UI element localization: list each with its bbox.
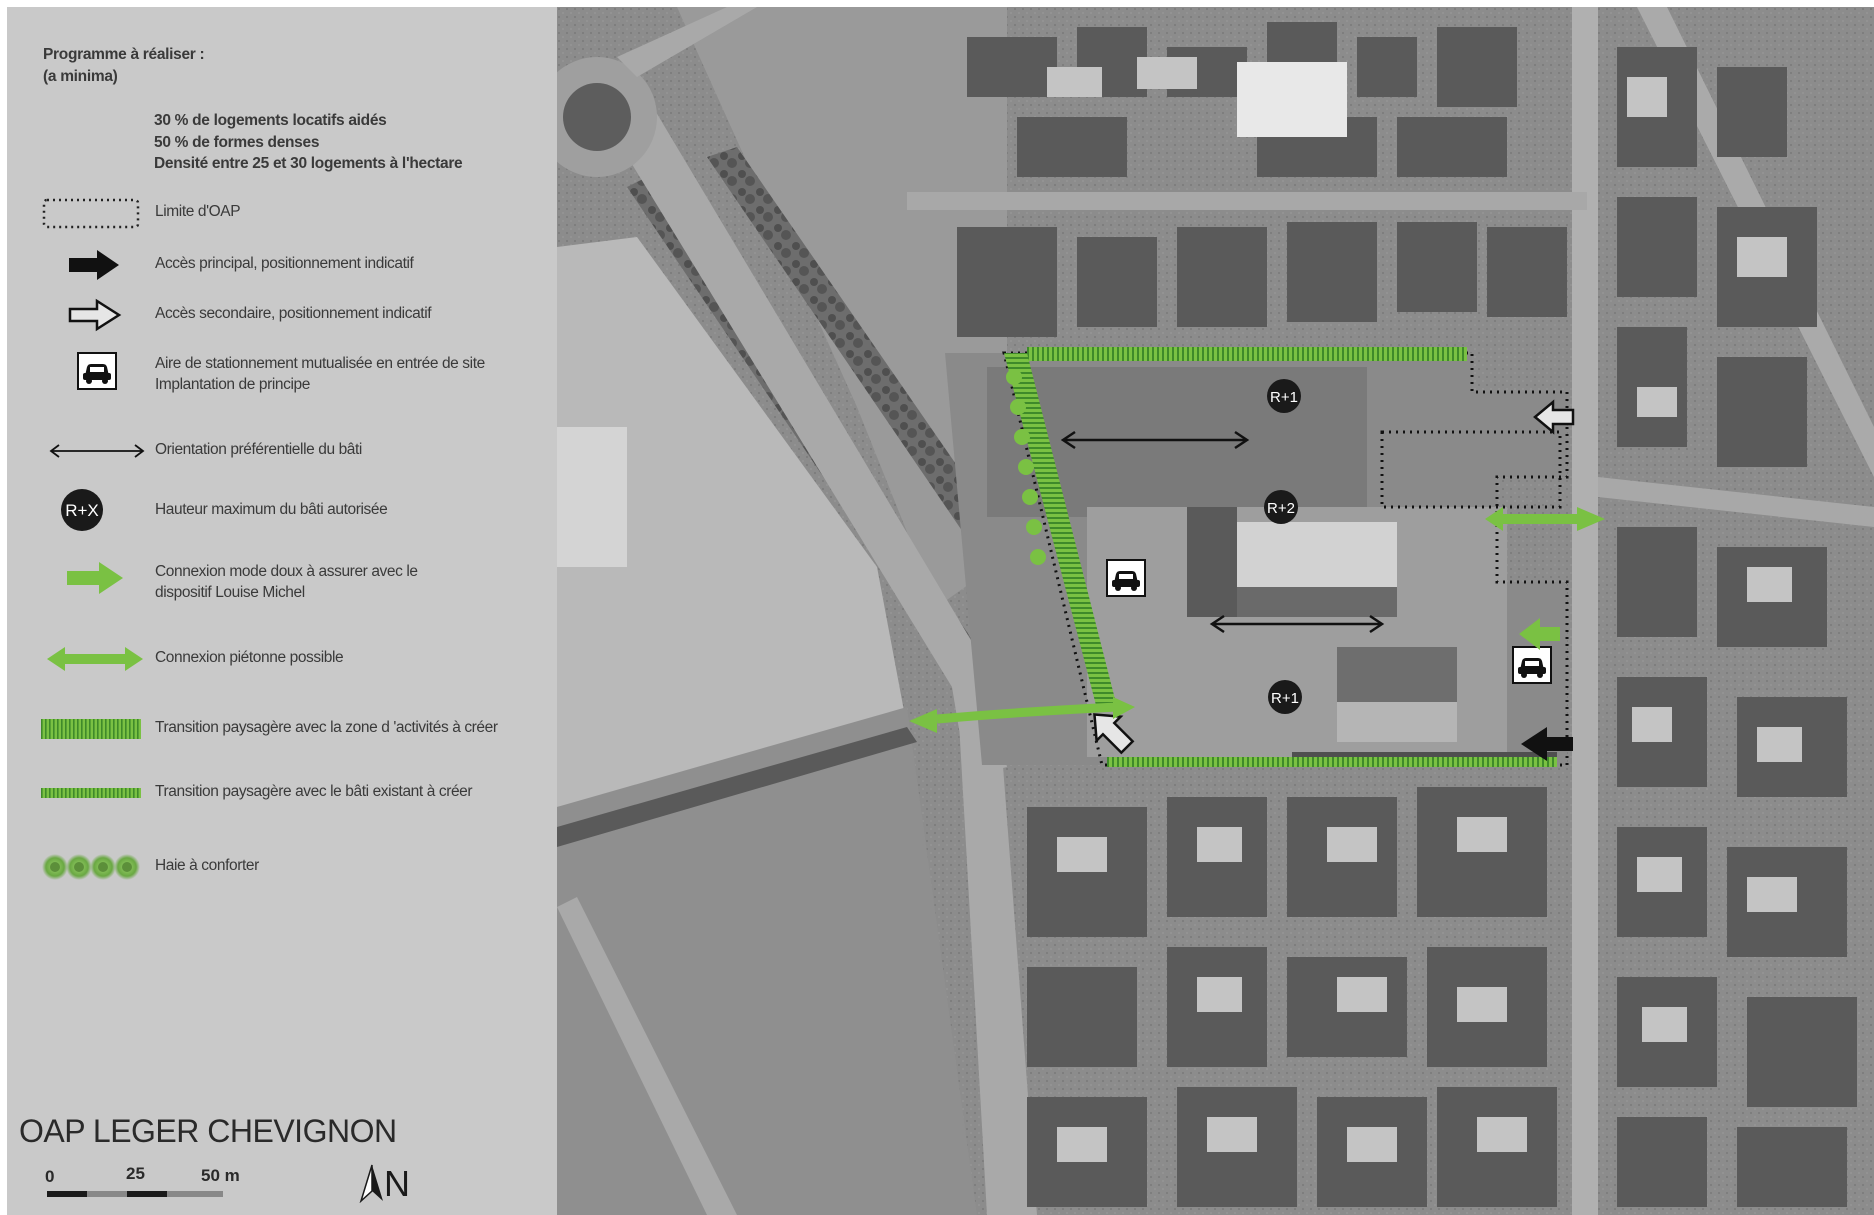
legend-label: Aire de stationnement mutualisée en entr… [155, 355, 485, 393]
road-ne [617, 7, 757, 77]
map-canvas: R+1 R+2 R+1 [557, 7, 1874, 1215]
green-double-arrow-icon [47, 647, 143, 671]
house-roofs [1047, 57, 1802, 1162]
height-badge: R+2 [1264, 490, 1298, 524]
main-access-arrow [1521, 727, 1573, 761]
site-hangar [1337, 647, 1457, 702]
site-building-tower [1187, 507, 1237, 617]
black-arrow-icon [69, 250, 119, 280]
legend-label: Connexion mode doux à assurer avec le di… [155, 563, 418, 601]
legend-item-transition-bati: Transition paysagère avec le bâti exista… [7, 773, 557, 823]
legend-label: Connexion piétonne possible [155, 649, 344, 666]
map-title: OAP LEGER CHEVIGNON [19, 1113, 397, 1149]
car-parking-icon [77, 352, 117, 390]
secondary-access-arrow [1093, 713, 1135, 755]
pedestrian-connection-west [936, 702, 1118, 724]
legend-item-acces-secondaire: Accès secondaire, positionnement indicat… [7, 295, 557, 345]
orientation-arrows [1060, 430, 1385, 634]
double-arrow-icon [49, 444, 145, 458]
north-label: N [384, 1163, 410, 1204]
roundabout-center [563, 83, 631, 151]
programme-subtitle: (a minima) [43, 68, 118, 85]
legend-label: Accès principal, positionnement indicati… [155, 255, 414, 272]
dotted-rectangle-icon [42, 198, 140, 229]
scale-bar [47, 1191, 223, 1197]
mode-doux-arrow [1519, 618, 1560, 650]
aerial-map: R+1 R+2 R+1 [557, 7, 1874, 1215]
height-badge-icon: R+X [61, 489, 103, 531]
svg-text:R+2: R+2 [1267, 500, 1295, 517]
construction-area [557, 237, 907, 807]
legend-item-limite: Limite d'OAP [7, 193, 557, 243]
legend-item-orientation: Orientation préférentielle du bâti [7, 431, 557, 481]
height-badge: R+1 [1268, 680, 1302, 714]
main-street [1572, 7, 1598, 1215]
pedestrian-connection [1485, 507, 1605, 531]
site-building-side [1237, 587, 1397, 617]
street-east [1598, 477, 1874, 527]
site-hangar-roof [1337, 702, 1457, 742]
street-north [907, 192, 1587, 210]
thick-green-hatch-icon [41, 719, 141, 739]
diagonal-road [597, 97, 1007, 777]
transition-west [1004, 353, 1117, 709]
legend-item-haie: Haie à conforter [7, 845, 557, 895]
hedge-west [1006, 369, 1046, 565]
road-sw [557, 897, 737, 1215]
scale-label: 0 [45, 1167, 55, 1186]
svg-text:R+1: R+1 [1270, 389, 1298, 406]
svg-text:R+X: R+X [65, 501, 99, 520]
pedestrian-arrowhead [1113, 697, 1135, 719]
svg-text:R+1: R+1 [1271, 690, 1299, 707]
residential-blocks [957, 22, 1857, 1207]
transition-north [1027, 347, 1467, 361]
car-parking-icon [1106, 559, 1146, 597]
warehouse-roof [557, 427, 627, 567]
height-badge: R+1 [1267, 379, 1301, 413]
oap-sub-boundary [1380, 430, 1562, 509]
scale-label: 25 [126, 1164, 145, 1183]
car-parking-icon [1512, 646, 1552, 684]
transition-south [1107, 757, 1557, 767]
legend-label: Hauteur maximum du bâti autorisée [155, 501, 388, 518]
site-building-roof [1237, 522, 1397, 587]
legend-label: Limite d'OAP [155, 203, 241, 220]
programme-title: Programme à réaliser : [43, 46, 205, 63]
legend-label: Transition paysagère avec la zone d 'act… [155, 719, 498, 736]
warehouse-north [1237, 62, 1347, 137]
legend-label: Haie à conforter [155, 857, 259, 874]
legend-panel: Programme à réaliser : (a minima) 30 % d… [7, 7, 557, 1215]
canal [557, 727, 917, 847]
legend-label: Transition paysagère avec le bâti exista… [155, 783, 473, 800]
programme-line: Densité entre 25 et 30 logements à l'hec… [154, 155, 463, 172]
programme-heading: Programme à réaliser : (a minima) [43, 44, 205, 88]
programme-line: 30 % de logements locatifs aidés [154, 112, 387, 129]
tree-row [707, 147, 1027, 582]
legend-item-transition-activites: Transition paysagère avec la zone d 'act… [7, 709, 557, 759]
legend-item-stationnement: Aire de stationnement mutualisée en entr… [7, 345, 557, 395]
legend-item-pietonne: Connexion piétonne possible [7, 639, 557, 689]
north-arrow-icon [359, 1164, 383, 1203]
programme-line: 50 % de formes denses [154, 133, 320, 151]
hedge-dots-icon [42, 854, 140, 880]
outline-arrow-icon [68, 298, 122, 332]
legend-item-mode-doux: Connexion mode doux à assurer avec le di… [7, 555, 557, 605]
legend-item-hauteur: R+X Hauteur maximum du bâti autorisée [7, 487, 557, 537]
road-south [957, 687, 1037, 1215]
secondary-access-arrow [1533, 399, 1575, 435]
green-arrow-icon [67, 562, 123, 594]
programme-lines: 30 % de logements locatifs aidés 50 % de… [154, 110, 463, 175]
pedestrian-arrowhead [909, 709, 937, 733]
scale-label: 50 m [201, 1166, 240, 1185]
legend-label: Accès secondaire, positionnement indicat… [155, 305, 432, 322]
legend-label: Orientation préférentielle du bâti [155, 441, 362, 458]
thin-green-hatch-icon [41, 788, 141, 798]
legend-item-acces-principal: Accès principal, positionnement indicati… [7, 245, 557, 295]
